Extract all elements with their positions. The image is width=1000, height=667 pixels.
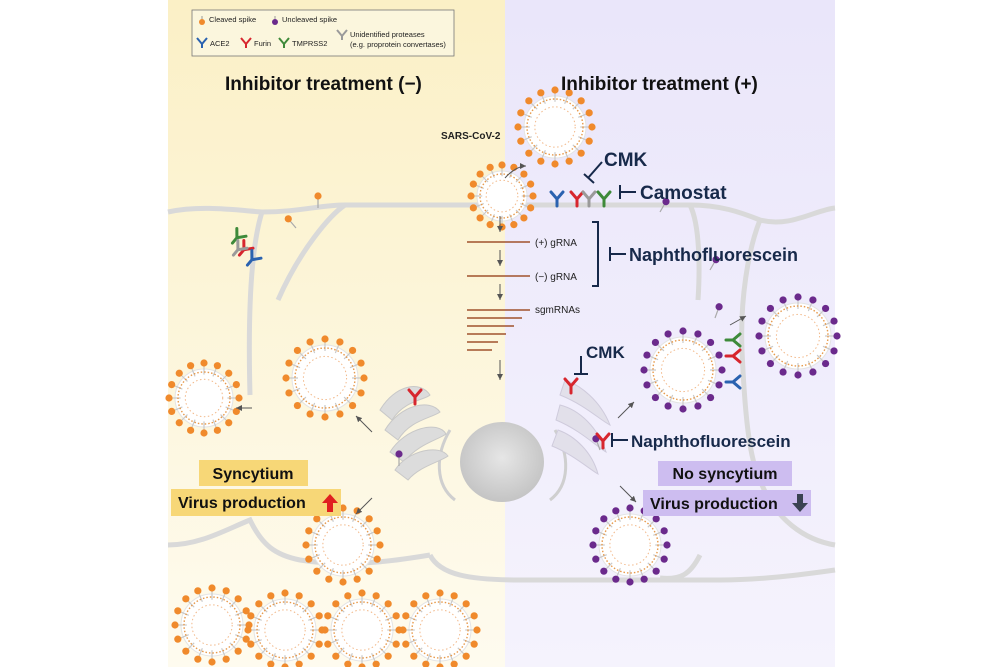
ace2-receptor-icon <box>245 248 263 267</box>
free-cleaved-spike <box>284 215 297 229</box>
naphtho-top-label: Naphthofluorescein <box>629 245 798 265</box>
free-uncleaved-spike <box>714 303 723 319</box>
arrow-up-icon <box>322 494 338 512</box>
legend-ace2: ACE2 <box>210 39 230 48</box>
virus-production-box-left <box>171 489 341 516</box>
left-panel-title: Inhibitor treatment (−) <box>225 74 422 95</box>
free-uncleaved-spike <box>659 198 670 213</box>
legend-furin: Furin <box>254 39 271 48</box>
no-syncytium-label: No syncytium <box>673 466 778 483</box>
tmprss2-icon <box>278 37 290 48</box>
golgi-uncleaved-spike <box>395 450 403 466</box>
legend-unidentified-line1: Unidentified proteases <box>350 30 425 39</box>
no-syncytium-box <box>658 461 792 486</box>
syncytium-label: Syncytium <box>213 466 294 483</box>
virus-production-left-label: Virus production <box>178 495 306 512</box>
cmk-top-label: CMK <box>604 150 648 171</box>
furin-receptor-icon <box>595 432 611 450</box>
arrow-down-icon <box>792 494 808 512</box>
uncleaved-spike-icon <box>272 16 278 25</box>
furin-receptor-icon <box>563 377 579 395</box>
nucleus-envelope-left <box>437 429 456 502</box>
syncytium-box <box>199 460 308 486</box>
rna-replication <box>467 241 530 351</box>
minus-grna-label: (−) gRNA <box>535 272 577 283</box>
virus-particle-cleaved <box>244 589 326 667</box>
free-uncleaved-spike <box>709 256 720 271</box>
cleaved-spike-icon <box>199 16 205 25</box>
naphtho-mid-label: Naphthofluorescein <box>631 432 791 451</box>
naphtho-bracket <box>592 221 599 287</box>
virus-label: SARS-CoV-2 <box>441 131 501 142</box>
legend-tmprss2: TMPRSS2 <box>292 39 327 48</box>
inhibitor-symbols <box>574 161 636 447</box>
legend-cleaved-spike: Cleaved spike <box>209 15 256 24</box>
sgmrnas-label: sgmRNAs <box>535 305 580 316</box>
right-panel-title: Inhibitor treatment (+) <box>561 74 758 95</box>
ace2-receptor-icon <box>549 190 565 208</box>
virus-particle-cleaved <box>302 504 384 586</box>
process-arrows <box>236 163 747 515</box>
free-cleaved-spike <box>314 192 322 208</box>
virus-particle-uncleaved <box>755 293 841 379</box>
virus-production-right-label: Virus production <box>650 496 778 513</box>
virus-particle-cleaved <box>282 335 368 421</box>
nucleus <box>460 422 544 502</box>
legend-frame <box>191 9 455 57</box>
tmprss2-receptor-icon <box>724 332 742 348</box>
legend: Cleaved spike Uncleaved spike ACE2 Furin… <box>191 9 455 57</box>
virus-particle-uncleaved <box>589 504 671 586</box>
camostat-label: Camostat <box>640 183 727 204</box>
furin-receptor-icon <box>569 190 585 208</box>
right-outcomes: No syncytium Virus production <box>643 461 811 516</box>
unidentified-protease-icon <box>581 190 597 208</box>
legend-unidentified-line2: (e.g. proprotein convertases) <box>350 40 446 49</box>
unidentified-protease-icon <box>336 29 348 40</box>
cmk-mid-label: CMK <box>586 343 625 362</box>
furin-receptor-icon <box>724 348 742 364</box>
virus-particle-cleaved <box>514 86 596 168</box>
virus-particle-uncleaved <box>640 327 726 413</box>
virus-particle-cleaved <box>399 589 481 667</box>
receptors <box>230 190 742 450</box>
legend-uncleaved-spike: Uncleaved spike <box>282 15 337 24</box>
tmprss2-receptor-icon <box>230 226 248 245</box>
virus-particle-cleaved <box>171 584 253 666</box>
ace2-icon <box>196 37 208 48</box>
tmprss2-receptor-icon <box>596 190 612 208</box>
virus-particle-cleaved <box>321 589 403 667</box>
furin-receptor-icon <box>407 388 423 406</box>
plus-grna-label: (+) gRNA <box>535 238 577 249</box>
cmk-top-bar <box>583 173 595 184</box>
virus-particle-cleaved <box>467 161 537 231</box>
furin-icon <box>240 37 252 48</box>
cmk-top-inhibitor <box>587 161 603 179</box>
left-outcomes: Syncytium Virus production <box>171 460 341 516</box>
unidentified-protease-icon <box>231 238 249 257</box>
virus-production-box-right <box>643 490 811 516</box>
ace2-receptor-icon <box>724 374 742 390</box>
virus-particle-cleaved <box>165 359 243 437</box>
